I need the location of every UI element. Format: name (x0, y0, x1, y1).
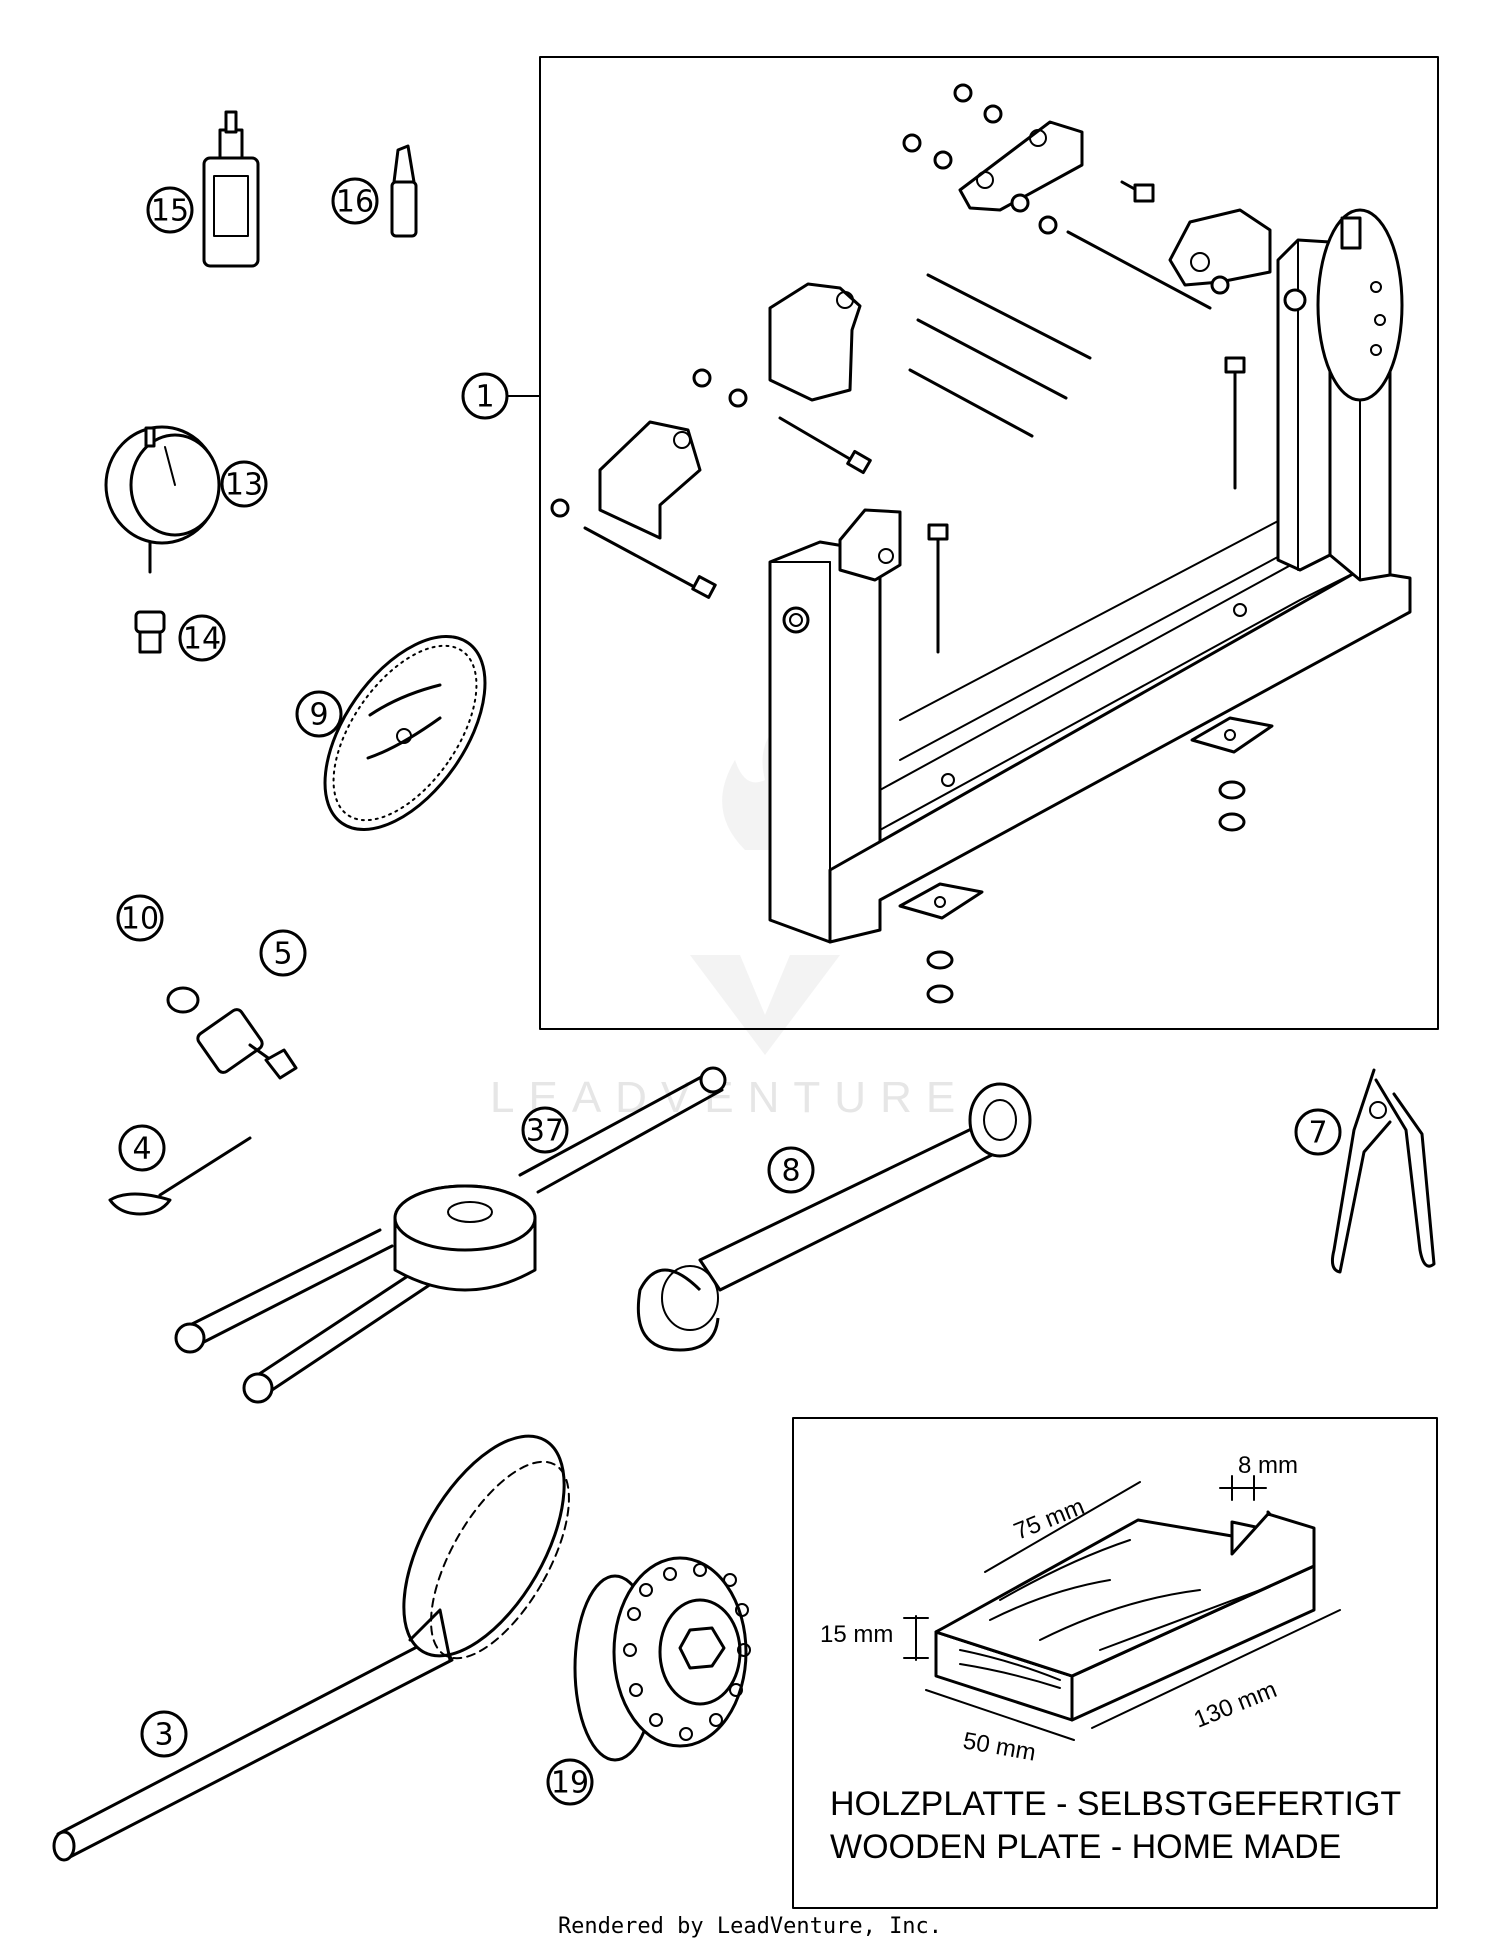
inset-caption-german: HOLZPLATTE - SELBSTGEFERTIGT (830, 1785, 1401, 1823)
callout-8: 8 (767, 1146, 815, 1194)
part-4-tool (108, 1136, 252, 1216)
dim-8mm: 8 mm (1238, 1452, 1298, 1479)
svg-text:1: 1 (475, 380, 494, 415)
callout-10: 10 (116, 894, 164, 942)
svg-text:37: 37 (526, 1114, 564, 1149)
svg-text:5: 5 (273, 937, 292, 972)
svg-text:14: 14 (183, 622, 221, 657)
part-5-puller (196, 1008, 298, 1080)
svg-text:19: 19 (551, 1766, 589, 1801)
svg-text:13: 13 (225, 468, 263, 503)
part-10-nut (166, 986, 200, 1014)
callout-16: 16 (331, 177, 379, 225)
footer-credit: Rendered by LeadVenture, Inc. (557, 1914, 943, 1939)
callout-4: 4 (118, 1124, 166, 1172)
callout-7: 7 (1294, 1108, 1342, 1156)
inset-box (792, 1417, 1438, 1909)
callout-37: 37 (521, 1106, 569, 1154)
part-8-holding-wrench (636, 1082, 1032, 1352)
dim-130mm: 130 mm (1190, 1676, 1281, 1734)
part-9-degree-disc (323, 635, 487, 831)
dim-15mm: 15 mm (820, 1621, 893, 1648)
callout-5: 5 (259, 929, 307, 977)
part-13-dial-gauge (104, 425, 221, 574)
svg-text:15: 15 (151, 194, 189, 229)
part-7-circlip-pliers (1331, 1068, 1436, 1274)
wooden-plate-drawing (934, 1510, 1316, 1722)
callout-19: 19 (546, 1758, 594, 1806)
part-3-clutch-holder (52, 1434, 570, 1862)
svg-text:7: 7 (1308, 1116, 1327, 1151)
callout-15: 15 (146, 186, 194, 234)
part-15-threadlocker-bottle (202, 110, 260, 268)
svg-text:9: 9 (309, 698, 328, 733)
svg-text:16: 16 (336, 185, 374, 220)
callout-3: 3 (140, 1710, 188, 1758)
part-37-crankshaft-tool (174, 1066, 727, 1404)
svg-text:10: 10 (121, 902, 159, 937)
callout-1: 1 (461, 372, 509, 420)
callout-9: 9 (295, 690, 343, 738)
svg-text:3: 3 (154, 1718, 173, 1753)
svg-text:4: 4 (132, 1132, 151, 1167)
part-19-flywheel-puller (573, 1556, 751, 1762)
part-16-sealant-tube (390, 144, 418, 238)
part-14-spark-plug-adapter (134, 610, 166, 654)
dim-50mm: 50 mm (961, 1727, 1038, 1766)
inset-caption-english: WOODEN PLATE - HOME MADE (830, 1828, 1341, 1866)
svg-text:8: 8 (781, 1154, 800, 1189)
dim-75mm: 75 mm (1010, 1493, 1088, 1546)
callout-13: 13 (220, 460, 268, 508)
callout-14: 14 (178, 614, 226, 662)
engine-stand-frame (550, 83, 1412, 1004)
frame-box (539, 56, 1439, 1030)
